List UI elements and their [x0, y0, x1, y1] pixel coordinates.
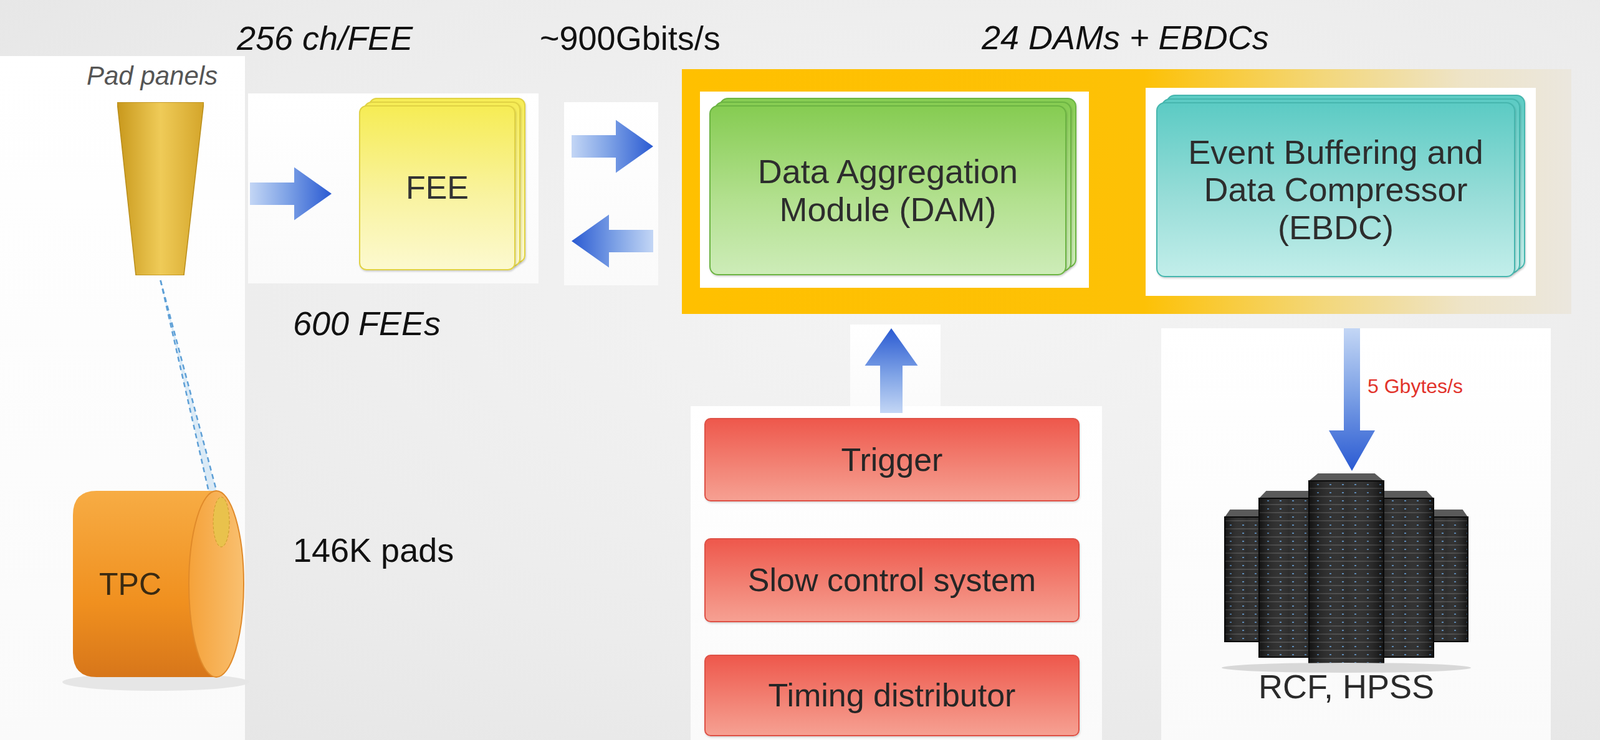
block-arrow [571, 120, 654, 174]
fee-label: FEE [405, 169, 469, 206]
fee-box: FEE [359, 105, 516, 271]
arrow-shape [571, 215, 654, 269]
pad-panel-heading: Pad panels [86, 61, 218, 91]
ebdc-label: Event Buffering and Data Compressor (EBD… [1173, 133, 1498, 247]
block-arrow [571, 215, 654, 269]
pad-panel-shape [117, 102, 204, 276]
pad-count: 146K pads [292, 531, 454, 570]
control-label: Slow control system [747, 562, 1036, 599]
band-heading: 24 DAMs + EBDCs [981, 18, 1270, 57]
server-illustration [1215, 473, 1478, 674]
control-label: Timing distributor [768, 677, 1016, 714]
arrow-shape [249, 167, 332, 221]
daq-band: 24 DAMs + EBDCsData Aggregation Module (… [681, 69, 1572, 315]
channel-count: 256 ch/FEE [236, 18, 413, 58]
arrow-shape [1328, 328, 1375, 472]
block-arrow [1328, 328, 1375, 472]
server-rack [1308, 473, 1384, 664]
arrow-shape [571, 120, 654, 174]
control-label: Trigger [841, 441, 944, 479]
server-label: RCF, HPSS [1258, 668, 1435, 706]
pad-shape [117, 102, 204, 276]
block-arrow [865, 328, 919, 414]
bandwidth-label: ~900Gbits/s [539, 18, 721, 58]
rate-label: 5 Gbytes/s [1367, 375, 1463, 399]
ebdc-box: Event Buffering and Data Compressor (EBD… [1156, 102, 1516, 278]
pad-highlight [213, 497, 230, 548]
cone-line [160, 280, 211, 499]
dam-box: Data Aggregation Module (DAM) [709, 105, 1067, 276]
slow-control-box: Slow control system [704, 538, 1080, 623]
tpc-label: TPC [99, 567, 162, 603]
timing-box: Timing distributor [704, 655, 1080, 737]
trigger-box: Trigger [704, 418, 1080, 502]
fee-count: 600 FEEs [292, 304, 441, 343]
pad-panel: Pad panels [117, 102, 204, 276]
tpc-cylinder: TPC [71, 489, 245, 679]
cylinder-end [188, 491, 244, 678]
server-icon: RCF, HPSS [1215, 473, 1478, 711]
block-arrow [249, 167, 332, 221]
arrow-shape [865, 328, 919, 414]
white-panel [564, 102, 659, 286]
dam-label: Data Aggregation Module (DAM) [732, 152, 1045, 229]
